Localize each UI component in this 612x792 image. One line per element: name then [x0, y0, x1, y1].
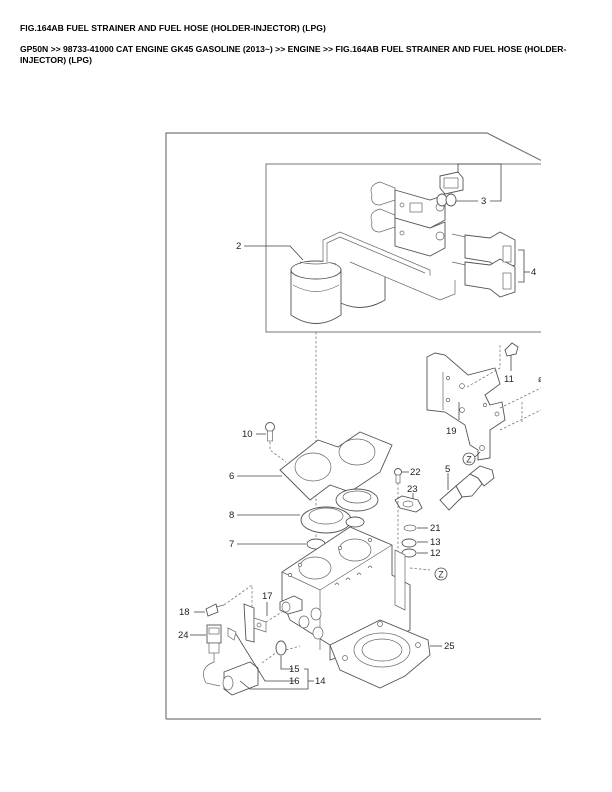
- callout-14[interactable]: 14: [315, 676, 326, 687]
- part-6-gasket: [237, 431, 393, 501]
- part-8-seal-ring: [237, 488, 379, 534]
- breadcrumb-section[interactable]: ENGINE: [287, 44, 321, 54]
- breadcrumb: GP50N >> 98733-41000 CAT ENGINE GK45 GAS…: [20, 44, 602, 65]
- callout-11[interactable]: 11: [504, 374, 514, 385]
- svg-text:Z: Z: [466, 455, 472, 465]
- callout-17[interactable]: 17: [262, 591, 273, 602]
- callout-5[interactable]: 5: [445, 464, 450, 475]
- part-22-bolt: [394, 468, 409, 484]
- injector-holder-part: [394, 189, 446, 257]
- breadcrumb-separator: >>: [275, 44, 286, 54]
- part-10-bolt: [256, 422, 287, 463]
- breadcrumb-engine-model[interactable]: 98733-41000 CAT ENGINE GK45 GASOLINE (20…: [63, 44, 273, 54]
- callout-18[interactable]: 18: [179, 607, 190, 618]
- callout-bracket-14: [235, 633, 314, 690]
- callout-25[interactable]: 25: [444, 641, 455, 652]
- part-18-bolt: [194, 584, 253, 617]
- part-15-washer: [261, 640, 301, 664]
- breadcrumb-separator: >>: [50, 44, 61, 54]
- reference-marker-z-lower: Z: [434, 567, 448, 581]
- diagram-frame: [165, 132, 541, 720]
- callout-19[interactable]: 19: [446, 426, 457, 437]
- part-17-bracket: [243, 602, 283, 643]
- figure-title: FIG.164AB FUEL STRAINER AND FUEL HOSE (H…: [20, 23, 326, 33]
- callout-6[interactable]: 6: [229, 471, 234, 482]
- part-7-o-ring: [237, 538, 326, 550]
- part-24-connector: [190, 624, 222, 687]
- part-13-seal: [401, 538, 428, 548]
- callout-22[interactable]: 22: [410, 467, 421, 478]
- callout-4[interactable]: 4: [531, 267, 536, 278]
- reference-marker-z-upper: Z: [462, 451, 481, 466]
- part-19-bracket: [426, 345, 541, 461]
- part-12-seal: [401, 548, 428, 558]
- part-21-o-ring: [403, 524, 428, 532]
- part-23-plate: [394, 493, 423, 513]
- injector-detail-box: [265, 163, 541, 333]
- callout-leaders: [244, 163, 530, 420]
- fuel-hose-part: [322, 181, 456, 301]
- callout-12[interactable]: 12: [430, 548, 441, 559]
- breadcrumb-separator: >>: [322, 44, 333, 54]
- callout-13[interactable]: 13: [430, 537, 441, 548]
- breadcrumb-current-figure: FIG.164AB FUEL STRAINER AND FUEL HOSE (H…: [20, 44, 567, 65]
- svg-text:Z: Z: [438, 570, 444, 580]
- partial-part-marker: ø: [538, 374, 544, 384]
- callout-21[interactable]: 21: [430, 523, 441, 534]
- breadcrumb-model[interactable]: GP50N: [20, 44, 49, 54]
- callout-8[interactable]: 8: [229, 510, 234, 521]
- part-16-solenoid: [222, 627, 259, 696]
- part-4-connectors: [451, 231, 516, 298]
- callout-7[interactable]: 7: [229, 539, 234, 550]
- part-3-seal: [436, 171, 464, 207]
- callout-2[interactable]: 2: [236, 241, 241, 252]
- part-5-sensor: [439, 465, 495, 511]
- part-25-flange: [329, 619, 442, 689]
- callout-10[interactable]: 10: [242, 429, 253, 440]
- callout-24[interactable]: 24: [178, 630, 189, 641]
- callout-16[interactable]: 16: [289, 676, 300, 687]
- main-housing-part: [279, 526, 431, 661]
- part-11-clip: [504, 342, 519, 371]
- callout-3[interactable]: 3: [481, 196, 486, 207]
- callout-23[interactable]: 23: [407, 484, 418, 495]
- callout-15[interactable]: 15: [289, 664, 300, 675]
